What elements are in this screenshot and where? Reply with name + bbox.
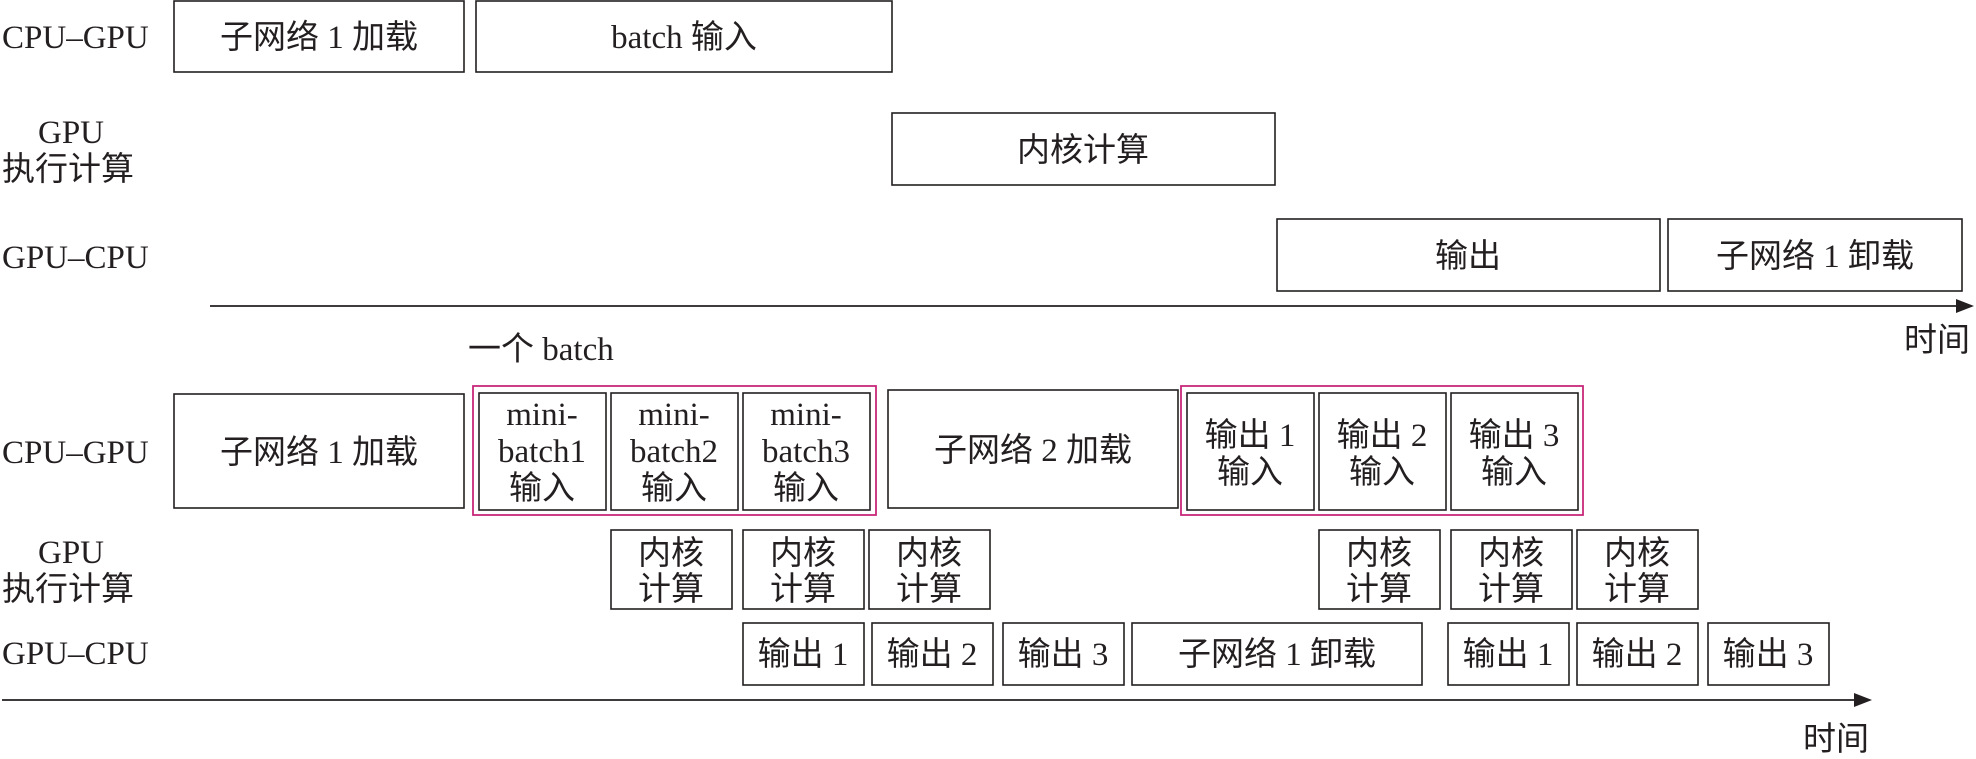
svg-text:输入: 输入 bbox=[1217, 454, 1283, 491]
svg-text:输出 1: 输出 1 bbox=[1205, 417, 1296, 454]
bottom-time-axis: 时间 bbox=[2, 693, 1872, 758]
top-diagram: CPU–GPU GPU 执行计算 GPU–CPU 子网络 1 加载 batch … bbox=[2, 0, 1974, 359]
bottom-block-output-1b: 输出 1 bbox=[1447, 622, 1570, 686]
top-axis-label: 时间 bbox=[1904, 323, 1970, 359]
svg-text:内核: 内核 bbox=[638, 535, 704, 572]
bottom-block-subnet1-unload: 子网络 1 卸载 bbox=[1131, 622, 1423, 686]
svg-text:输入: 输入 bbox=[1481, 454, 1547, 491]
bottom-block-kernel-6: 内核 计算 bbox=[1576, 529, 1699, 610]
svg-text:输出: 输出 bbox=[1435, 238, 1501, 275]
svg-text:输出 3: 输出 3 bbox=[1723, 636, 1814, 673]
bottom-row-label-gpu-cpu: GPU–CPU bbox=[2, 636, 149, 672]
top-time-axis: 时间 bbox=[210, 299, 1974, 359]
svg-text:子网络 1 卸载: 子网络 1 卸载 bbox=[1716, 238, 1914, 275]
bottom-block-subnet2-load: 子网络 2 加载 bbox=[887, 389, 1179, 509]
svg-text:mini-: mini- bbox=[770, 397, 842, 433]
bottom-block-output-2b: 输出 2 bbox=[1576, 622, 1699, 686]
top-row-label-gpu-cpu: GPU–CPU bbox=[2, 240, 149, 276]
svg-text:输入: 输入 bbox=[1349, 454, 1415, 491]
svg-text:子网络 1 加载: 子网络 1 加载 bbox=[220, 434, 418, 471]
top-block-output: 输出 bbox=[1276, 218, 1661, 292]
batch-group-outline-1 bbox=[472, 385, 877, 516]
svg-text:输出 2: 输出 2 bbox=[1337, 417, 1428, 454]
svg-text:输出 1: 输出 1 bbox=[1463, 636, 1554, 673]
svg-text:输入: 输入 bbox=[773, 470, 839, 507]
bottom-block-kernel-2: 内核 计算 bbox=[742, 529, 865, 610]
svg-text:计算: 计算 bbox=[638, 571, 704, 608]
bottom-block-output3-input: 输出 3 输入 bbox=[1450, 392, 1579, 511]
bottom-block-minibatch3-input: mini- batch3 输入 bbox=[742, 392, 871, 511]
svg-text:输入: 输入 bbox=[641, 470, 707, 507]
svg-text:内核: 内核 bbox=[896, 535, 962, 572]
svg-text:内核: 内核 bbox=[770, 535, 836, 572]
svg-text:batch1: batch1 bbox=[498, 434, 586, 470]
svg-text:计算: 计算 bbox=[896, 571, 962, 608]
svg-text:输出 2: 输出 2 bbox=[1592, 636, 1683, 673]
svg-text:batch3: batch3 bbox=[762, 434, 850, 470]
bottom-block-output1-input: 输出 1 输入 bbox=[1186, 392, 1315, 511]
bottom-row-label-exec: 执行计算 bbox=[2, 571, 134, 608]
bottom-block-kernel-5: 内核 计算 bbox=[1450, 529, 1573, 610]
top-block-subnet1-load: 子网络 1 加载 bbox=[173, 0, 465, 73]
svg-text:子网络 2 加载: 子网络 2 加载 bbox=[934, 432, 1132, 469]
bottom-block-output-3: 输出 3 bbox=[1002, 622, 1125, 686]
svg-text:输入: 输入 bbox=[509, 470, 575, 507]
svg-text:计算: 计算 bbox=[1604, 571, 1670, 608]
bottom-block-output-1: 输出 1 bbox=[742, 622, 865, 686]
svg-text:内核: 内核 bbox=[1478, 535, 1544, 572]
svg-text:mini-: mini- bbox=[638, 397, 710, 433]
top-row-label-cpu-gpu: CPU–GPU bbox=[2, 20, 149, 56]
bottom-axis-label: 时间 bbox=[1803, 722, 1869, 758]
top-block-kernel-compute: 内核计算 bbox=[891, 112, 1276, 186]
bottom-block-output-2: 输出 2 bbox=[871, 622, 994, 686]
svg-text:内核计算: 内核计算 bbox=[1017, 132, 1149, 169]
svg-text:输出 3: 输出 3 bbox=[1018, 636, 1109, 673]
svg-text:batch 输入: batch 输入 bbox=[611, 19, 757, 56]
svg-text:输出 2: 输出 2 bbox=[887, 636, 978, 673]
top-row-label-exec: 执行计算 bbox=[2, 151, 134, 188]
bottom-block-subnet1-load: 子网络 1 加载 bbox=[173, 393, 465, 509]
bottom-block-kernel-3: 内核 计算 bbox=[868, 529, 991, 610]
svg-text:输出 3: 输出 3 bbox=[1469, 417, 1560, 454]
bottom-block-kernel-1: 内核 计算 bbox=[610, 529, 733, 610]
svg-text:子网络 1 卸载: 子网络 1 卸载 bbox=[1178, 636, 1376, 673]
svg-text:batch2: batch2 bbox=[630, 434, 718, 470]
top-block-subnet1-unload: 子网络 1 卸载 bbox=[1667, 218, 1963, 292]
bottom-row-label-gpu: GPU bbox=[38, 535, 104, 571]
bottom-block-minibatch2-input: mini- batch2 输入 bbox=[610, 392, 739, 511]
svg-text:计算: 计算 bbox=[1478, 571, 1544, 608]
svg-text:内核: 内核 bbox=[1604, 535, 1670, 572]
bottom-block-minibatch1-input: mini- batch1 输入 bbox=[478, 392, 607, 511]
batch-label: 一个 batch bbox=[468, 332, 614, 368]
svg-text:mini-: mini- bbox=[506, 397, 578, 433]
top-row-label-gpu: GPU bbox=[38, 115, 104, 151]
top-block-batch-input: batch 输入 bbox=[475, 0, 893, 73]
bottom-diagram: 一个 batch CPU–GPU GPU 执行计算 GPU–CPU 子网络 1 … bbox=[2, 332, 1872, 758]
svg-text:子网络 1 加载: 子网络 1 加载 bbox=[220, 19, 418, 56]
svg-text:输出 1: 输出 1 bbox=[758, 636, 849, 673]
bottom-block-output2-input: 输出 2 输入 bbox=[1318, 392, 1447, 511]
bottom-row-label-cpu-gpu: CPU–GPU bbox=[2, 435, 149, 471]
bottom-block-kernel-4: 内核 计算 bbox=[1318, 529, 1441, 610]
batch-group-outline-2 bbox=[1180, 385, 1584, 516]
bottom-block-output-3b: 输出 3 bbox=[1707, 622, 1830, 686]
svg-text:内核: 内核 bbox=[1346, 535, 1412, 572]
svg-text:计算: 计算 bbox=[770, 571, 836, 608]
svg-text:计算: 计算 bbox=[1346, 571, 1412, 608]
